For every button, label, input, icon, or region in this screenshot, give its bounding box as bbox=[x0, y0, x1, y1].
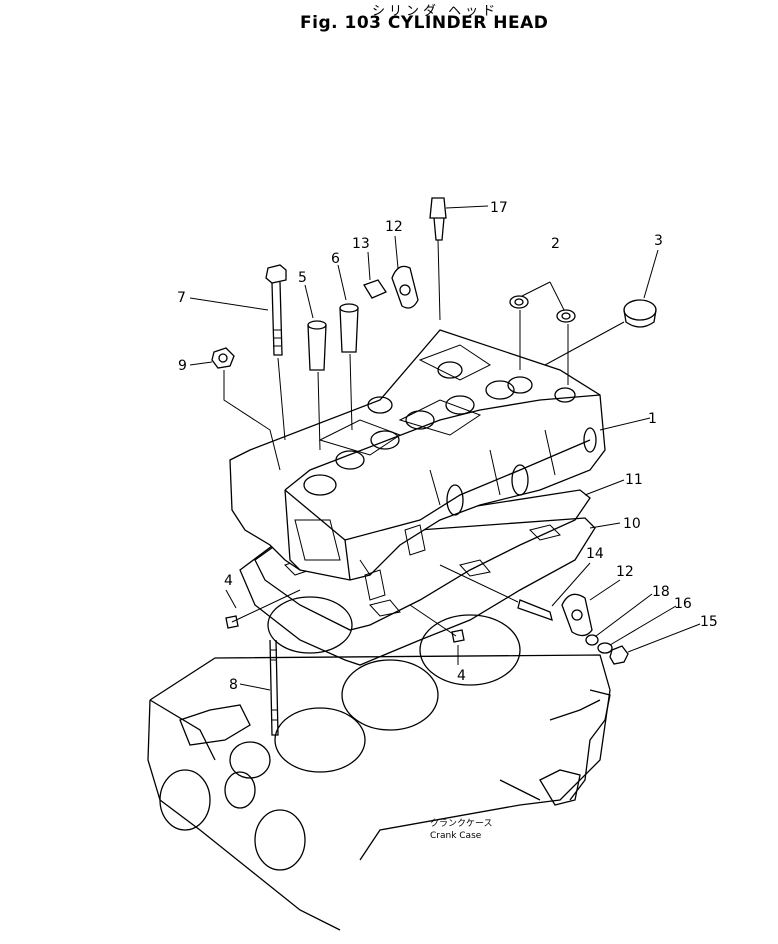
gasket-12-top bbox=[391, 265, 419, 309]
plug-13 bbox=[363, 279, 387, 299]
sensor-17 bbox=[429, 197, 447, 241]
crank-case-label: Crank Case bbox=[430, 831, 482, 841]
washer-18 bbox=[585, 634, 599, 646]
callout-18: 18 bbox=[652, 584, 670, 600]
callout-8: 8 bbox=[229, 677, 238, 693]
callout-14: 14 bbox=[586, 546, 604, 562]
callout-10: 10 bbox=[623, 516, 641, 532]
leader-lines bbox=[189, 205, 701, 691]
callout-13: 13 bbox=[352, 236, 370, 252]
stud-14 bbox=[517, 599, 553, 622]
callout-2: 2 bbox=[551, 236, 560, 252]
callout-7: 7 bbox=[177, 290, 186, 306]
callout-12-top: 12 bbox=[385, 219, 403, 235]
valve-guide-5 bbox=[307, 320, 327, 371]
callout-3: 3 bbox=[654, 233, 663, 249]
callout-5: 5 bbox=[298, 270, 307, 286]
nut-9 bbox=[211, 347, 235, 369]
callout-4-left: 4 bbox=[224, 573, 233, 589]
cap-3 bbox=[623, 299, 657, 328]
callout-4-right: 4 bbox=[457, 668, 466, 684]
bolt-7 bbox=[265, 264, 287, 356]
callout-12-right: 12 bbox=[616, 564, 634, 580]
callout-1: 1 bbox=[648, 411, 657, 427]
pin-4-right bbox=[451, 629, 465, 643]
gasket-12-right bbox=[561, 593, 593, 637]
head-gasket-lower bbox=[229, 517, 596, 779]
callout-11: 11 bbox=[625, 472, 643, 488]
valve-guide-6 bbox=[339, 303, 359, 353]
figure-title-japanese: シリンダ ヘッド bbox=[372, 4, 500, 19]
stud-8 bbox=[269, 639, 279, 736]
crank-case-label-japanese: クランクケース bbox=[430, 818, 493, 829]
callout-6: 6 bbox=[331, 251, 340, 267]
seal-2-left bbox=[509, 295, 529, 309]
figure-title: Fig. 103 CYLINDER HEAD bbox=[300, 13, 549, 33]
seal-2-right bbox=[556, 309, 576, 323]
nut-15 bbox=[609, 645, 629, 665]
crank-case bbox=[147, 654, 611, 931]
washer-16 bbox=[597, 642, 613, 654]
callout-16: 16 bbox=[674, 596, 692, 612]
cylinder-head bbox=[229, 329, 606, 601]
callout-17: 17 bbox=[490, 200, 508, 216]
callout-9: 9 bbox=[178, 358, 187, 374]
callout-15: 15 bbox=[700, 614, 718, 630]
